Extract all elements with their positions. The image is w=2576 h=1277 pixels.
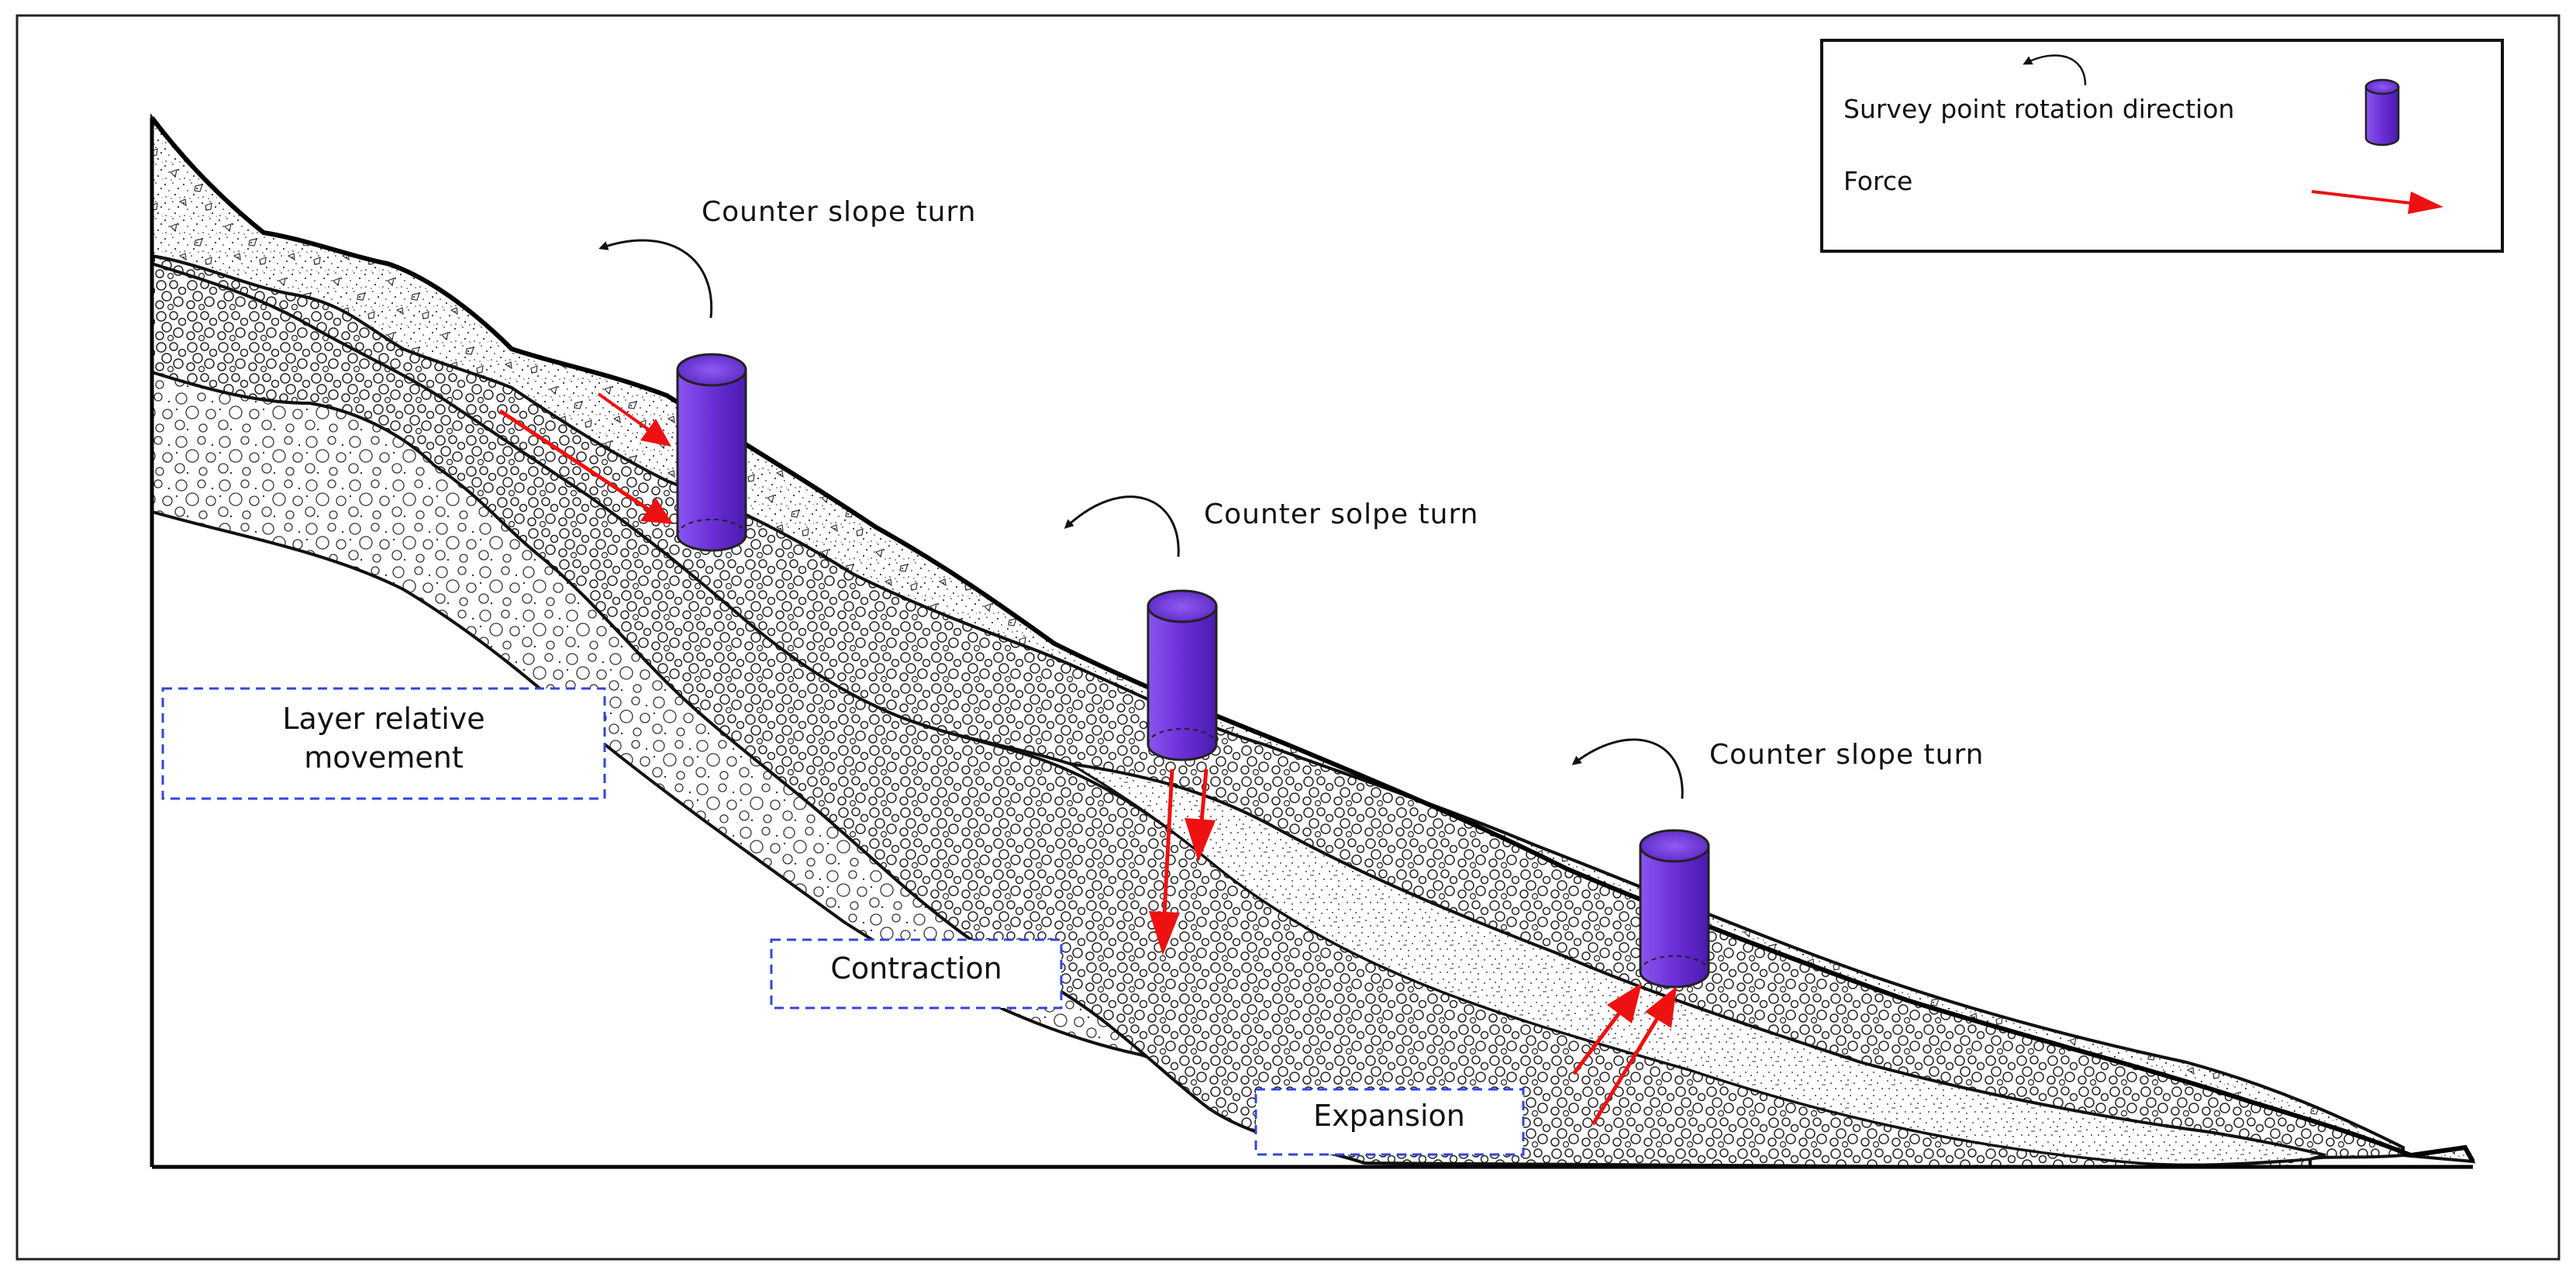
survey-point-2 [1147,589,1218,761]
rotation-arrow-3 [1571,738,1684,799]
force-arrow-3b [1591,986,1677,1126]
turn-label-2: Counter solpe turn [1204,499,1478,530]
legend-force-arrow-icon [2311,190,2443,214]
rotation-arrow-2 [1064,495,1180,557]
legend-rotation-arrow-icon [2023,54,2087,86]
layer-movement-box: Layer relative movement [161,687,606,800]
survey-point-1 [676,353,747,552]
turn-label-1: Counter slope turn [702,196,976,228]
layer-bedrock [152,118,1961,1167]
survey-point-3 [1639,829,1710,989]
legend-box [1820,39,2504,253]
outer-frame [16,14,2560,1261]
turn-label-3: Counter slope turn [1709,739,1984,771]
force-arrow-1a [597,392,671,447]
layer-movement-label-2: movement [304,740,464,775]
contraction-box: Contraction [770,938,1063,1010]
contraction-label: Contraction [830,951,1002,985]
expansion-box: Expansion [1254,1088,1525,1156]
layer-movement-label-1: Layer relative [282,702,485,736]
force-arrow-3a [1572,983,1642,1075]
legend: Survey point rotation direction Force [1820,39,2504,253]
legend-cylinder-icon [2364,78,2400,147]
force-arrow-2b [1185,768,1216,862]
slope-surface-line [150,116,2475,1163]
rotation-arrow-1 [598,239,713,319]
legend-force-label: Force [1843,166,1912,196]
force-arrow-1b [498,409,673,524]
expansion-label: Expansion [1313,1099,1465,1133]
legend-rotation-label: Survey point rotation direction [1843,94,2234,124]
force-arrow-2a [1149,768,1180,955]
